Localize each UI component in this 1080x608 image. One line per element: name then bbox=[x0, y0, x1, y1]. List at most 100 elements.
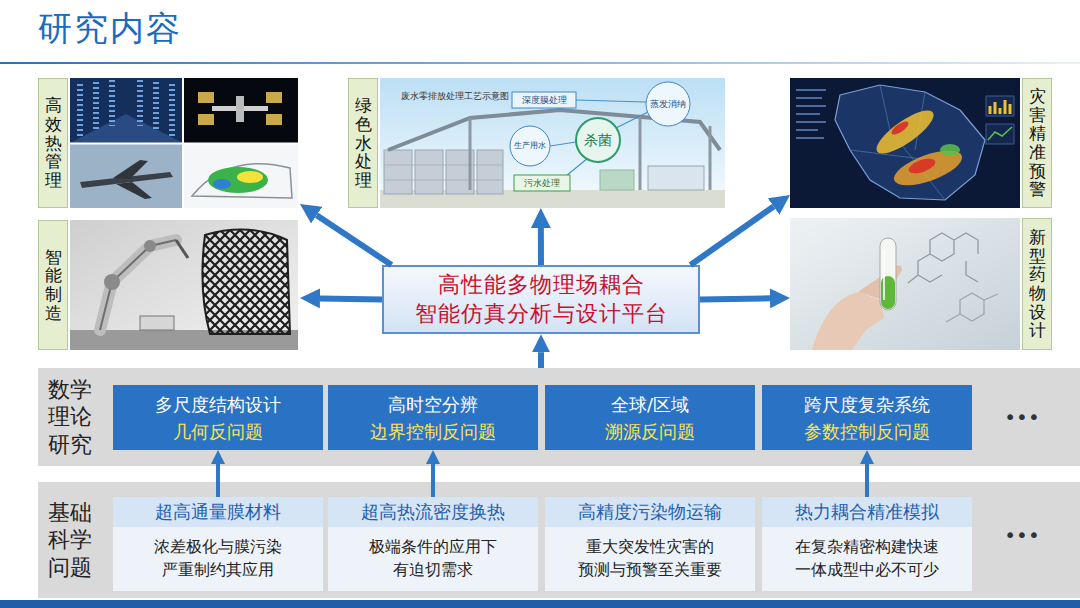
manufacturing-illustration bbox=[202, 230, 290, 334]
bottom-bar bbox=[0, 600, 1080, 608]
level-band: 数学理论研究多尺度结构设计几何反问题高时空分辨边界控制反问题全球/区域溯源反问题… bbox=[38, 368, 1080, 466]
theory-label: 几何反问题 bbox=[173, 418, 263, 445]
theory-label: 溯源反问题 bbox=[605, 418, 695, 445]
disaster-map-illustration bbox=[986, 96, 1014, 116]
problem-label: 热力耦合精准模拟 bbox=[762, 497, 972, 527]
label-tab: 新型药物设计 bbox=[1022, 218, 1052, 350]
thermal-illustration bbox=[70, 144, 183, 208]
thermal-illustration bbox=[266, 114, 282, 125]
flow-arrow bbox=[700, 298, 770, 299]
level-band: 基础科学问题超高通量膜材料浓差极化与膜污染 严重制约其应用超高热流密度换热极端条… bbox=[38, 482, 1080, 598]
illustration-label: 生产用水 bbox=[514, 142, 546, 150]
water-treatment-illustration bbox=[600, 170, 634, 190]
water-treatment-illustration bbox=[648, 166, 704, 190]
manufacturing-illustration bbox=[100, 240, 176, 330]
problem-box: 热力耦合精准模拟在复杂精密构建快速 一体成型中必不可少 bbox=[762, 497, 972, 591]
water-treatment-illustration bbox=[384, 165, 503, 180]
theory-box: 高时空分辨边界控制反问题 bbox=[328, 385, 538, 450]
water-treatment-illustration bbox=[384, 150, 503, 194]
disaster-map-illustration bbox=[871, 103, 939, 160]
illustration-label: 废水零排放处理工艺示意图 bbox=[401, 92, 509, 101]
platform-box: 高性能多物理场耦合 智能仿真分析与设计平台 bbox=[382, 265, 700, 334]
illustration-label: 深度膜处理 bbox=[522, 96, 567, 105]
problem-label: 超高通量膜材料 bbox=[113, 497, 323, 527]
water-treatment-illustration bbox=[415, 150, 443, 194]
disaster-map-illustration bbox=[988, 127, 1012, 140]
problem-label: 重大突发性灾害的 预测与预警至关重要 bbox=[557, 527, 743, 589]
flow-arrow bbox=[538, 352, 544, 368]
label-wrap: 废水零排放处理工艺示意图 bbox=[401, 92, 509, 101]
thermal-illustration bbox=[198, 114, 214, 125]
panel-label: 灾害精准预警 bbox=[1029, 87, 1046, 199]
drug-design-illustration bbox=[790, 218, 1020, 350]
page-title: 研究内容 bbox=[38, 8, 182, 49]
problem-label: 在复杂精密构建快速 一体成型中必不可少 bbox=[774, 527, 960, 589]
thermal-illustration bbox=[70, 78, 298, 208]
flow-arrow bbox=[216, 464, 220, 497]
water-treatment-illustration bbox=[512, 92, 576, 108]
manufacturing-illustration bbox=[202, 230, 290, 334]
thermal-illustration bbox=[113, 160, 152, 199]
theory-label: 跨尺度复杂系统 bbox=[804, 391, 930, 418]
thermal-illustration bbox=[70, 78, 298, 208]
disaster-map-illustration bbox=[940, 144, 960, 156]
problem-label: 超高热流密度换热 bbox=[328, 497, 538, 527]
manufacturing-illustration bbox=[70, 220, 298, 350]
image-panel: 智能制造 bbox=[38, 220, 300, 350]
label-wrap: 杀菌 bbox=[584, 133, 612, 147]
image-panel: 新型药物设计 bbox=[790, 218, 1052, 350]
thermal-illustration bbox=[236, 96, 244, 122]
disaster-map-illustration bbox=[890, 143, 967, 192]
theory-label: 边界控制反问题 bbox=[370, 418, 496, 445]
title-rule bbox=[0, 62, 1080, 64]
problem-box: 超高热流密度换热极端条件的应用下 有迫切需求 bbox=[328, 497, 538, 591]
water-treatment-illustration bbox=[576, 118, 620, 162]
problem-label: 极端条件的应用下 有迫切需求 bbox=[340, 527, 526, 589]
theory-label: 全球/区域 bbox=[611, 391, 689, 418]
disaster-map-illustration bbox=[890, 119, 911, 137]
drug-design-illustration bbox=[880, 238, 896, 310]
panel-label: 高效热管理 bbox=[45, 96, 62, 189]
theory-box: 跨尺度复杂系统参数控制反问题 bbox=[762, 385, 972, 450]
label-wrap: ••• bbox=[1004, 525, 1039, 545]
ellipsis-mark: ••• bbox=[1004, 407, 1039, 427]
panel-label: 智能制造 bbox=[45, 248, 62, 323]
thermal-illustration bbox=[213, 179, 231, 189]
disaster-map-illustration bbox=[790, 78, 1020, 208]
flow-arrow bbox=[865, 464, 869, 497]
label-tab: 绿色水处理 bbox=[348, 78, 378, 208]
platform-label: 高性能多物理场耦合 智能仿真分析与设计平台 bbox=[392, 271, 690, 328]
flow-arrow bbox=[431, 464, 435, 497]
problem-label: 高精度污染物运输 bbox=[545, 497, 755, 527]
manufacturing-illustration bbox=[140, 316, 174, 330]
drug-design-illustration bbox=[812, 292, 884, 350]
thermal-illustration bbox=[208, 167, 268, 193]
manufacturing-illustration bbox=[144, 240, 156, 252]
disaster-map-illustration bbox=[796, 90, 826, 138]
theory-label: 高时空分辨 bbox=[388, 391, 478, 418]
panel-label: 新型药物设计 bbox=[1029, 228, 1046, 340]
thermal-illustration bbox=[70, 78, 183, 143]
label-tab: 灾害精准预警 bbox=[1022, 78, 1052, 208]
disaster-map-illustration bbox=[990, 100, 1010, 114]
theory-box: 多尺度结构设计几何反问题 bbox=[113, 385, 323, 450]
ellipsis-mark: ••• bbox=[1004, 525, 1039, 545]
thermal-illustration bbox=[70, 114, 183, 143]
disaster-map-illustration bbox=[790, 78, 1020, 208]
illustration-label: 杀菌 bbox=[584, 133, 612, 147]
image-panel: 高效热管理 bbox=[38, 78, 300, 208]
drug-design-illustration bbox=[946, 293, 998, 322]
flow-arrow bbox=[690, 207, 773, 265]
water-treatment-illustration bbox=[477, 150, 503, 194]
flow-arrow bbox=[538, 228, 544, 265]
theory-label: 参数控制反问题 bbox=[804, 418, 930, 445]
label-wrap: 污水处理 bbox=[524, 179, 560, 188]
water-treatment-illustration bbox=[380, 78, 725, 208]
label-tab: 高效热管理 bbox=[38, 78, 68, 208]
thermal-illustration bbox=[70, 78, 298, 208]
thermal-illustration bbox=[80, 80, 172, 136]
drug-design-illustration bbox=[883, 250, 885, 300]
water-treatment-illustration bbox=[510, 126, 550, 166]
label-wrap: 深度膜处理 bbox=[522, 96, 567, 105]
